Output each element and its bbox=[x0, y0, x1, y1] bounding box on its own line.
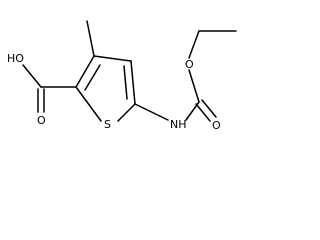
ring-bond-c3-c2 bbox=[75, 55, 95, 88]
structure-diagram: HO O S NH O O bbox=[7, 20, 237, 132]
ring-bond-c2-s bbox=[75, 86, 102, 122]
ring-bond-s-c5 bbox=[117, 103, 136, 122]
ring-bond-c4-c3 bbox=[93, 55, 132, 62]
carbonyl-double-bond-b bbox=[201, 99, 217, 118]
c5-nh-bond bbox=[134, 103, 169, 121]
hydroxyl-label: HO bbox=[7, 52, 24, 65]
ring-bond-c2-c3-inner bbox=[84, 64, 101, 91]
carboxyl-oxygen-label: O bbox=[37, 114, 46, 127]
ring-sulfur-label: S bbox=[104, 118, 111, 131]
methyl-bond bbox=[86, 20, 95, 57]
amine-label: NH bbox=[170, 118, 187, 131]
ring-bond-c5-c4-inner bbox=[123, 65, 128, 100]
carbonyl-ester-o-bond bbox=[188, 69, 200, 103]
carbonyl-double-bond-a bbox=[195, 103, 211, 122]
ester-oxygen-label: O bbox=[185, 58, 194, 71]
ring-bond-c5-c4 bbox=[130, 60, 136, 105]
ester-o-ethyl-bond bbox=[188, 30, 200, 59]
carboxyl-bond-c-oh bbox=[22, 64, 42, 88]
carbamate-carbonyl-oxygen-label: O bbox=[212, 119, 221, 132]
